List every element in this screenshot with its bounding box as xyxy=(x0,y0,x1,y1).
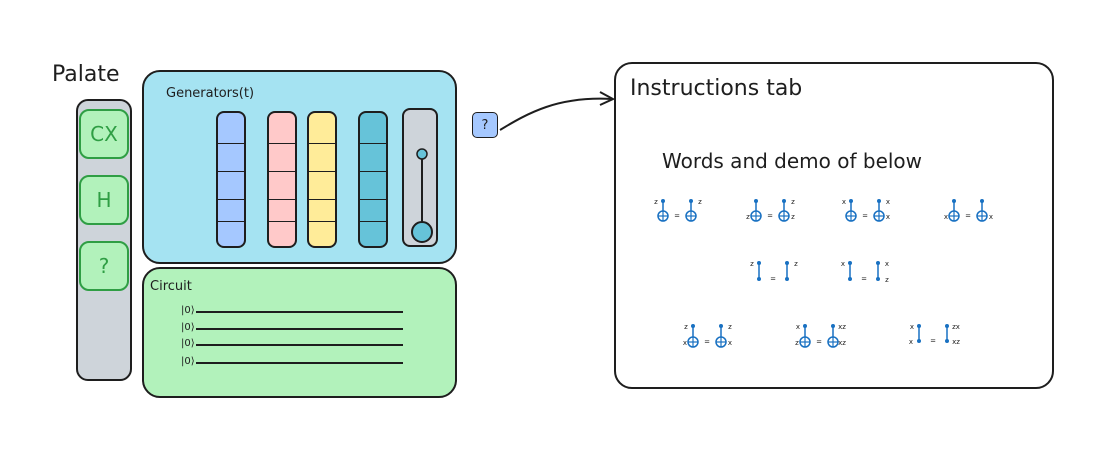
pauli-label: xz xyxy=(952,338,960,346)
control-dot xyxy=(785,277,789,281)
pauli-label: x xyxy=(944,213,948,221)
equals-sign: = xyxy=(704,338,710,346)
time-slider-graphic xyxy=(411,148,433,243)
control-dot xyxy=(876,277,880,281)
pauli-label: z xyxy=(750,260,754,268)
help-button[interactable]: ? xyxy=(472,112,498,138)
equals-sign: = xyxy=(861,275,867,283)
generator-row-divider xyxy=(269,199,295,200)
pauli-label: z xyxy=(684,323,688,331)
pauli-label: xz xyxy=(838,323,846,331)
pauli-label: x xyxy=(842,198,846,206)
pauli-label: z xyxy=(654,198,658,206)
pauli-label: xz xyxy=(838,339,846,347)
generator-column-3[interactable] xyxy=(307,111,337,248)
equals-sign: = xyxy=(816,338,822,346)
instructions-title: Instructions tab xyxy=(630,76,803,101)
qubit-wire-3[interactable] xyxy=(196,362,403,364)
qubit-label-1: |0⟩ xyxy=(181,322,195,333)
equals-sign: = xyxy=(674,212,680,220)
pauli-label: x xyxy=(683,339,687,347)
generator-row-divider xyxy=(360,171,386,172)
pauli-label: z xyxy=(728,323,732,331)
generator-column-1[interactable] xyxy=(216,111,246,248)
pauli-label: z xyxy=(746,213,750,221)
qubit-label-0: |0⟩ xyxy=(181,305,195,316)
generator-row-divider xyxy=(269,221,295,222)
generators-title: Generators(t) xyxy=(166,86,255,101)
pauli-label: x xyxy=(841,260,845,268)
generator-row-divider xyxy=(218,221,244,222)
pauli-label: x xyxy=(886,198,890,206)
instructions-panel xyxy=(614,62,1054,389)
instructions-subtitle: Words and demo of below xyxy=(662,149,923,173)
generator-row-divider xyxy=(218,143,244,144)
equals-sign: = xyxy=(770,275,776,283)
slider-handle[interactable] xyxy=(411,221,433,243)
generator-row-divider xyxy=(360,143,386,144)
generator-column-4[interactable] xyxy=(358,111,388,248)
circuit-title: Circuit xyxy=(150,279,192,294)
time-slider[interactable] xyxy=(402,108,438,247)
generator-row-divider xyxy=(218,199,244,200)
generator-row-divider xyxy=(269,143,295,144)
equals-sign: = xyxy=(930,337,936,345)
pauli-label: z xyxy=(795,339,799,347)
equals-sign: = xyxy=(767,212,773,220)
qubit-label-3: |0⟩ xyxy=(181,356,195,367)
control-dot xyxy=(848,277,852,281)
circuit-panel xyxy=(142,267,457,398)
qubit-label-2: |0⟩ xyxy=(181,338,195,349)
generator-column-2[interactable] xyxy=(267,111,297,248)
equals-sign: = xyxy=(965,212,971,220)
palate-item-cx[interactable]: CX xyxy=(79,109,129,159)
help-arrow xyxy=(499,91,616,131)
qubit-wire-0[interactable] xyxy=(196,311,403,313)
pauli-label: x xyxy=(796,323,800,331)
pauli-label: x xyxy=(909,338,913,346)
qubit-wire-1[interactable] xyxy=(196,328,403,330)
palate-item-unknown[interactable]: ? xyxy=(79,241,129,291)
generator-row-divider xyxy=(218,171,244,172)
slider-top-stop xyxy=(416,148,428,160)
pauli-label: z xyxy=(698,198,702,206)
pauli-label: z xyxy=(791,198,795,206)
pauli-label: x xyxy=(885,260,889,268)
control-dot xyxy=(757,277,761,281)
pauli-label: x xyxy=(728,339,732,347)
generator-row-divider xyxy=(309,199,335,200)
qubit-wire-2[interactable] xyxy=(196,344,403,346)
equals-sign: = xyxy=(862,212,868,220)
generator-row-divider xyxy=(309,143,335,144)
pauli-label: x xyxy=(910,323,914,331)
pauli-label: z xyxy=(791,213,795,221)
palate-title: Palate xyxy=(52,62,120,87)
generator-row-divider xyxy=(360,199,386,200)
pauli-label: x xyxy=(989,213,993,221)
pauli-label: z xyxy=(794,260,798,268)
pauli-label: z xyxy=(885,276,889,284)
control-dot xyxy=(917,339,921,343)
generator-row-divider xyxy=(360,221,386,222)
generator-row-divider xyxy=(269,171,295,172)
pauli-label: zx xyxy=(952,323,960,331)
pauli-label: x xyxy=(886,213,890,221)
palate-item-h[interactable]: H xyxy=(79,175,129,225)
generator-row-divider xyxy=(309,171,335,172)
control-dot xyxy=(945,339,949,343)
generator-row-divider xyxy=(309,221,335,222)
